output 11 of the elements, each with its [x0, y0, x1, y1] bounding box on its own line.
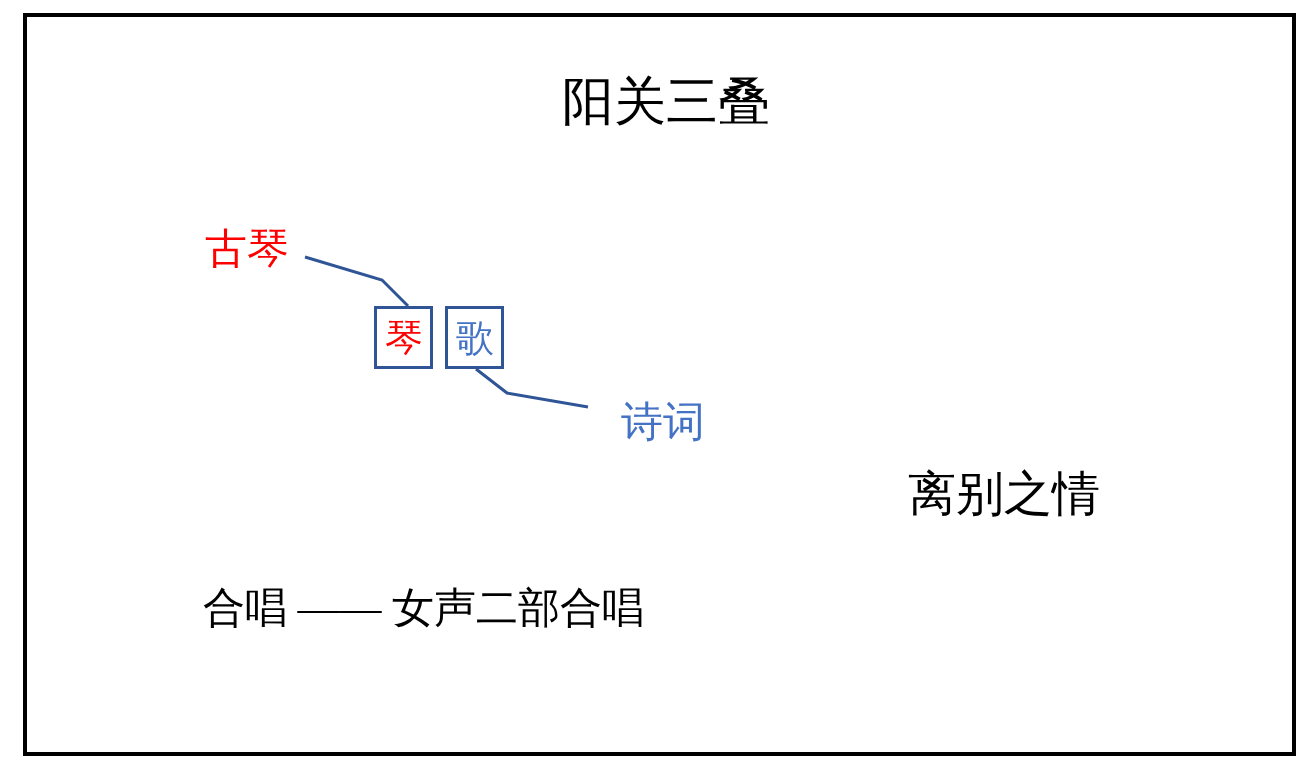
character-box: [445, 306, 504, 369]
box-character: 歌: [455, 318, 494, 357]
text-label: 合唱 —— 女声二部合唱: [203, 584, 644, 633]
leader-line: [304, 255, 410, 308]
callout-text: 诗词: [588, 400, 708, 444]
diagram-title: 阳关三叠: [561, 72, 771, 132]
callout-text: 古琴: [203, 226, 305, 272]
character-box: [374, 306, 433, 369]
box-character: 琴: [384, 318, 423, 357]
leader-line: [475, 367, 589, 409]
text-label: 离别之情: [908, 466, 1100, 522]
